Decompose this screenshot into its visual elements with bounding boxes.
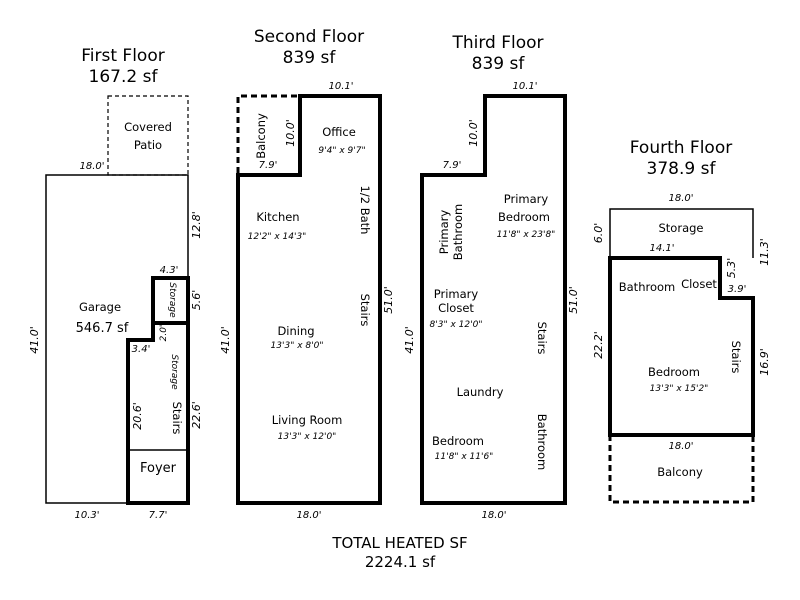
second-dim-left: 41.0'	[219, 326, 232, 354]
first-floor-area: 167.2 sf	[89, 67, 159, 87]
first-dim-storage-h: 5.6'	[190, 290, 203, 311]
first-dim-stair-h: 20.6'	[131, 402, 144, 430]
third-dim-bottom: 18.0'	[481, 510, 506, 521]
third-bedroom-size: 11'8" x 11'6"	[435, 452, 494, 462]
fourth-dim-left: 22.2'	[592, 331, 605, 359]
fourth-dim-bottom: 18.0'	[668, 441, 693, 452]
laundry-label: Laundry	[457, 385, 504, 399]
first-dim-top: 18.0'	[79, 161, 104, 172]
second-floor-walls	[236, 94, 382, 505]
first-dim-bottom-left: 10.3'	[74, 510, 99, 521]
first-dim-left: 41.0'	[28, 326, 41, 354]
third-dim-left: 41.0'	[403, 326, 416, 354]
fourth-dim-closet-h: 5.3'	[725, 258, 738, 279]
fourth-dim-closet-w: 3.9'	[728, 284, 747, 295]
third-dim-step-h: 10.0'	[467, 119, 480, 147]
fourth-bedroom-label: Bedroom	[648, 365, 700, 379]
dining-label: Dining	[277, 324, 314, 338]
fourth-dim-top: 18.0'	[668, 193, 693, 204]
third-floor-plan: Third Floor 839 sf Primary Bathroom Prim…	[403, 33, 580, 521]
fourth-floor-plan: Fourth Floor 378.9 sf Storage Bathroom C…	[592, 138, 771, 504]
third-dim-top: 10.1'	[512, 81, 537, 92]
second-dim-bottom: 18.0'	[296, 510, 321, 521]
fourth-floor-area: 378.9 sf	[647, 159, 717, 179]
third-floor-title: Third Floor	[451, 33, 543, 53]
covered-patio-label-1: Covered	[124, 120, 172, 134]
third-dim-step-w: 7.9'	[443, 160, 462, 171]
second-dim-balcony-w: 7.9'	[259, 160, 278, 171]
garage-outline	[45, 174, 189, 504]
total-heated-label: TOTAL HEATED SF	[331, 534, 467, 552]
kitchen-size: 12'2" x 14'3"	[248, 232, 307, 242]
primary-bathroom-label-2: Bathroom	[451, 204, 465, 260]
primary-bedroom-label-1: Primary	[504, 192, 549, 206]
living-room-size: 13'3" x 12'0"	[278, 432, 337, 442]
dining-size: 13'3" x 8'0"	[271, 341, 324, 351]
second-balcony-label: Balcony	[254, 113, 268, 159]
third-bedroom-label: Bedroom	[432, 434, 484, 448]
office-label: Office	[322, 125, 356, 139]
second-stairs-label: Stairs	[358, 294, 372, 327]
second-dim-right: 51.0'	[382, 286, 395, 314]
stair-core-walls	[126, 276, 190, 505]
third-floor-area: 839 sf	[472, 54, 526, 74]
primary-bedroom-size: 11'8" x 23'8"	[497, 230, 556, 240]
fourth-closet-label: Closet	[681, 277, 717, 291]
first-dim-bottom-right: 7.7'	[149, 510, 168, 521]
second-floor-area: 839 sf	[283, 48, 337, 68]
first-stairs-label: Stairs	[170, 402, 184, 435]
fourth-stairs-label: Stairs	[729, 341, 743, 374]
fourth-balcony-label: Balcony	[657, 465, 703, 479]
primary-closet-label-1: Primary	[434, 287, 479, 301]
third-stairs-label: Stairs	[535, 322, 549, 355]
second-floor-plan: Second Floor 839 sf Balcony Office 9'4" …	[219, 27, 395, 521]
third-bathroom-label: Bathroom	[535, 414, 549, 470]
first-dim-right-lower: 22.6'	[190, 401, 203, 429]
first-dim-storage-w: 4.3'	[160, 265, 179, 276]
first-dim-right-upper: 12.8'	[190, 211, 203, 239]
fourth-dim-storage-h: 6.0'	[592, 223, 605, 244]
covered-patio-label-2: Patio	[134, 138, 162, 152]
primary-bathroom-label-1: Primary	[437, 210, 451, 255]
second-dim-balcony-h: 10.0'	[284, 119, 297, 147]
third-floor-walls	[420, 94, 567, 505]
fourth-bathroom-label: Bathroom	[619, 280, 675, 294]
first-dim-step: 3.4'	[132, 344, 151, 355]
primary-bedroom-label-2: Bedroom	[498, 210, 550, 224]
half-bath-label: 1/2 Bath	[358, 186, 372, 235]
foyer-label: Foyer	[140, 461, 177, 476]
first-floor-plan: First Floor 167.2 sf Covered Patio Garag…	[28, 46, 203, 521]
first-floor-title: First Floor	[81, 46, 164, 66]
covered-patio-outline	[107, 95, 189, 176]
living-room-label: Living Room	[272, 413, 343, 427]
primary-closet-label-2: Closet	[438, 301, 474, 315]
fourth-dim-right-upper: 11.3'	[758, 238, 771, 266]
second-floor-title: Second Floor	[254, 27, 364, 47]
garage-area: 546.7 sf	[76, 321, 129, 336]
storage2-label: Storage	[169, 354, 179, 390]
second-dim-top: 10.1'	[328, 81, 353, 92]
fourth-balcony-outline	[608, 435, 755, 504]
second-balcony-outline	[236, 94, 300, 173]
kitchen-label: Kitchen	[256, 210, 299, 224]
fourth-dim-storage-w: 14.1'	[649, 243, 674, 254]
primary-closet-size: 8'3" x 12'0"	[430, 320, 483, 330]
fourth-dim-right-lower: 16.9'	[758, 348, 771, 376]
total-heated-value: 2224.1 sf	[365, 553, 436, 571]
fourth-storage-outline	[609, 208, 754, 258]
storage-label: Storage	[167, 282, 177, 318]
third-dim-right: 51.0'	[567, 286, 580, 314]
garage-label: Garage	[79, 300, 121, 314]
office-size: 9'4" x 9'7"	[318, 146, 365, 156]
fourth-bedroom-size: 13'3" x 15'2"	[650, 384, 709, 394]
fourth-storage-label: Storage	[659, 221, 704, 235]
fourth-floor-title: Fourth Floor	[630, 138, 732, 158]
first-dim-storage2-h: 2.0'	[159, 325, 169, 342]
